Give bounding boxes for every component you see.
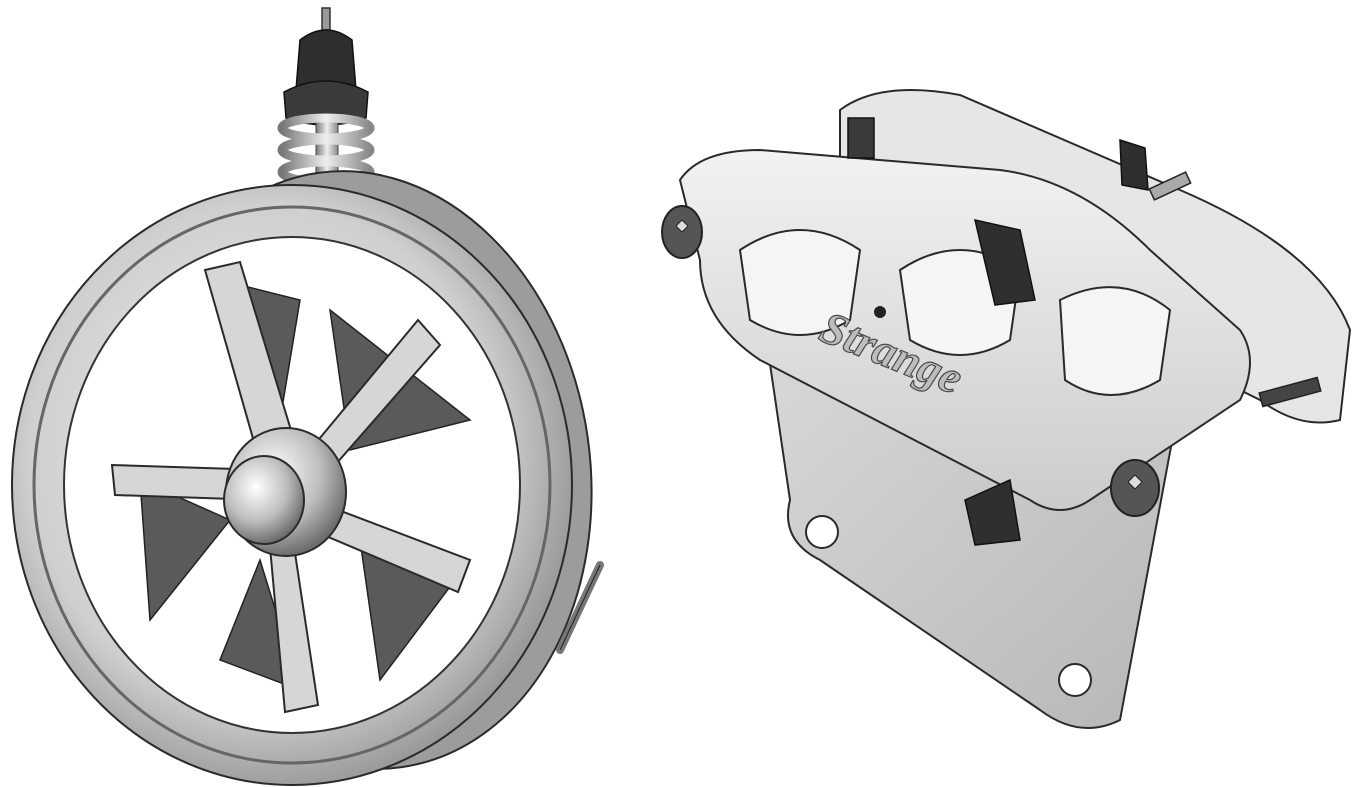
bleeder-port <box>874 306 886 318</box>
bracket-bolt-hole-lower <box>1058 663 1092 697</box>
wheel-assembly <box>11 7 604 786</box>
caliper-piston-bores <box>738 229 1172 396</box>
brake-pads <box>964 138 1149 546</box>
wheel-hub <box>223 427 347 557</box>
bracket-bolt-hole-upper <box>805 515 839 549</box>
caliper-assembly: Strange <box>661 89 1352 729</box>
tie-rod <box>556 561 604 654</box>
caliper-bolts <box>661 117 1322 517</box>
